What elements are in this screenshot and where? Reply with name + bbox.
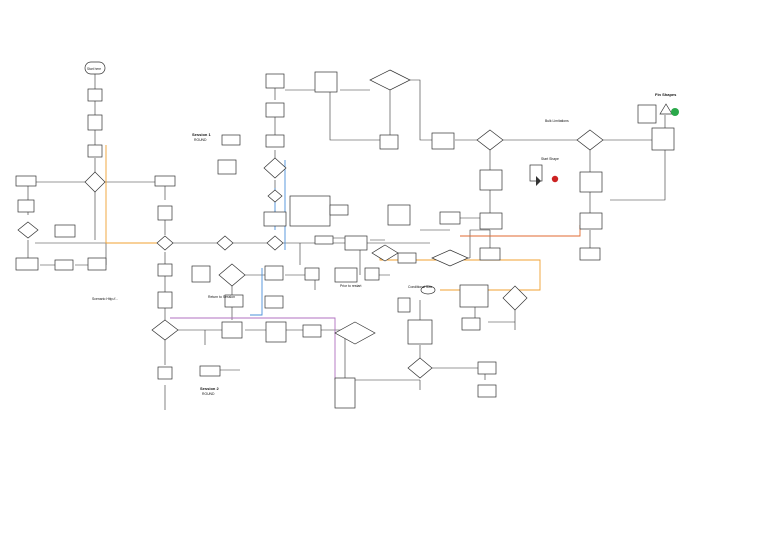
start-terminator[interactable]: [84, 61, 106, 75]
note-top-right: Bulk Limitations: [545, 119, 569, 123]
process-step[interactable]: [461, 317, 481, 331]
process-step[interactable]: [579, 171, 603, 193]
process-step[interactable]: [651, 127, 675, 151]
arrow-icon: [536, 176, 541, 186]
process-step[interactable]: [397, 252, 417, 264]
decision-diamond[interactable]: [407, 357, 433, 379]
process-step[interactable]: [54, 224, 76, 238]
decision-diamond[interactable]: [334, 321, 376, 345]
decision-diamond[interactable]: [576, 129, 604, 151]
process-step[interactable]: [314, 235, 334, 245]
process-step[interactable]: [479, 169, 503, 191]
session-2-subtitle: ROUND: [202, 392, 215, 396]
annotations: Start here Session 1 ROUND Session 2 ROU…: [87, 67, 677, 396]
process-step[interactable]: [579, 212, 603, 230]
process-step[interactable]: [334, 377, 356, 409]
session-2-title: Session 2: [200, 386, 219, 391]
process-step[interactable]: [221, 321, 243, 339]
process-step[interactable]: [157, 366, 173, 380]
decision-diamond[interactable]: [216, 235, 234, 251]
process-step[interactable]: [407, 319, 433, 345]
decision-diamond[interactable]: [218, 263, 246, 287]
document-step[interactable]: [397, 297, 411, 313]
process-step[interactable]: [157, 291, 173, 309]
process-step[interactable]: [334, 267, 358, 283]
process-step[interactable]: [265, 321, 287, 343]
process-step[interactable]: [364, 267, 380, 281]
process-step[interactable]: [459, 284, 489, 308]
data-step[interactable]: [157, 205, 173, 221]
data-step[interactable]: [17, 199, 35, 213]
decision-diamond[interactable]: [156, 235, 174, 251]
colored-connectors: [105, 145, 581, 380]
terminator[interactable]: [420, 285, 436, 295]
process-step[interactable]: [87, 257, 107, 271]
green-dot-icon: [671, 108, 679, 116]
decision-diamond[interactable]: [17, 221, 39, 239]
start-label: Start here: [87, 67, 101, 71]
process-step[interactable]: [387, 204, 411, 226]
process-step[interactable]: [314, 71, 338, 93]
process-step[interactable]: [439, 211, 461, 225]
process-step[interactable]: [431, 132, 455, 150]
decision-diamond[interactable]: [371, 244, 399, 262]
process-step[interactable]: [479, 247, 501, 261]
decision-diamond[interactable]: [151, 319, 179, 341]
process-step[interactable]: [87, 144, 103, 158]
session-1-subtitle: ROUND: [194, 138, 207, 142]
process-step[interactable]: [199, 365, 221, 377]
process-step[interactable]: [191, 265, 211, 283]
process-step[interactable]: [479, 212, 503, 230]
flow-shapes: [15, 61, 679, 409]
process-step[interactable]: [15, 257, 39, 271]
process-step[interactable]: [264, 295, 284, 309]
process-step[interactable]: [221, 134, 241, 146]
process-step[interactable]: [15, 175, 37, 187]
process-step[interactable]: [302, 324, 322, 338]
process-step[interactable]: [87, 88, 103, 102]
process-step[interactable]: [217, 159, 237, 175]
note-conditional: Conditional flow: [408, 285, 432, 289]
process-step[interactable]: [477, 361, 497, 375]
decision-diamond[interactable]: [369, 69, 411, 91]
process-step[interactable]: [224, 294, 244, 308]
process-step[interactable]: [263, 211, 287, 227]
decision-diamond[interactable]: [431, 249, 469, 267]
process-step[interactable]: [477, 384, 497, 398]
decision-diamond[interactable]: [266, 235, 284, 251]
document-step[interactable]: [87, 114, 103, 131]
process-step[interactable]: [265, 73, 285, 89]
legend-title: Fin Shapes: [655, 92, 677, 97]
process-step[interactable]: [304, 267, 320, 281]
red-dot-icon: [551, 175, 559, 183]
decision-diamond[interactable]: [476, 129, 504, 151]
process-step[interactable]: [264, 265, 284, 281]
session-1-title: Session 1: [192, 132, 211, 137]
process-step[interactable]: [579, 247, 601, 261]
note-prior: Prior to restart: [340, 284, 362, 288]
process-step[interactable]: [289, 195, 331, 227]
decision-diamond[interactable]: [502, 285, 528, 311]
process-step[interactable]: [265, 134, 285, 148]
process-step[interactable]: [379, 134, 399, 150]
legend-box: [637, 104, 657, 124]
note-return: Return to Session: [208, 295, 235, 299]
process-step[interactable]: [54, 259, 74, 271]
decision-diamond[interactable]: [84, 171, 106, 193]
decision-diamond[interactable]: [263, 157, 287, 179]
note-formula: Scenario Http://...: [92, 297, 118, 301]
triangle-icon: [659, 103, 673, 115]
process-step[interactable]: [265, 102, 285, 118]
note-start-shape: Start Shape: [541, 157, 559, 161]
process-step[interactable]: [344, 235, 368, 251]
process-step[interactable]: [329, 204, 349, 216]
decision-diamond[interactable]: [267, 189, 283, 203]
process-step[interactable]: [154, 175, 176, 187]
process-step[interactable]: [157, 263, 173, 277]
